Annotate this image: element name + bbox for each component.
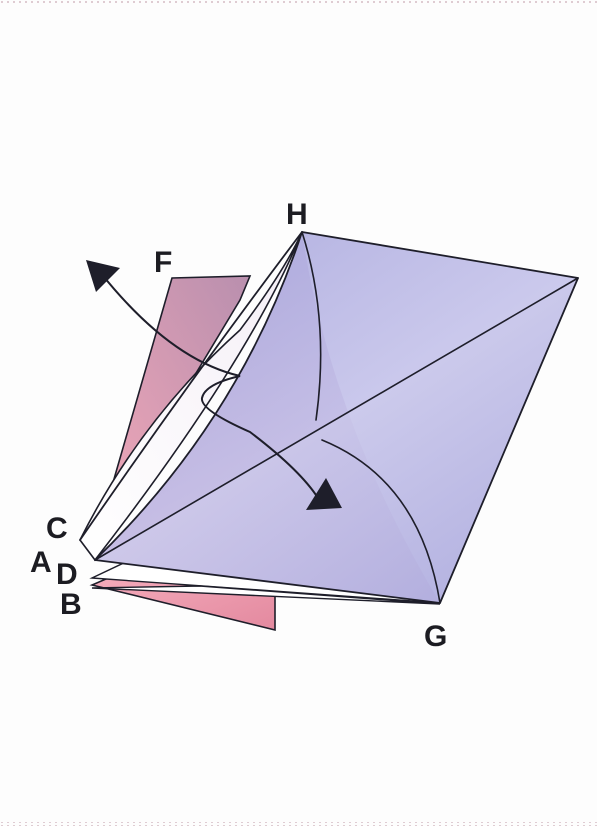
arrowhead-up-left [86, 260, 120, 292]
label-c: C [46, 512, 68, 545]
label-a: A [30, 546, 52, 579]
label-f: F [154, 246, 172, 279]
label-b: B [60, 588, 82, 621]
top-border [0, 0, 597, 4]
label-g: G [424, 620, 447, 653]
label-h: H [286, 198, 308, 231]
bottom-border [0, 822, 597, 826]
label-d: D [56, 558, 78, 591]
